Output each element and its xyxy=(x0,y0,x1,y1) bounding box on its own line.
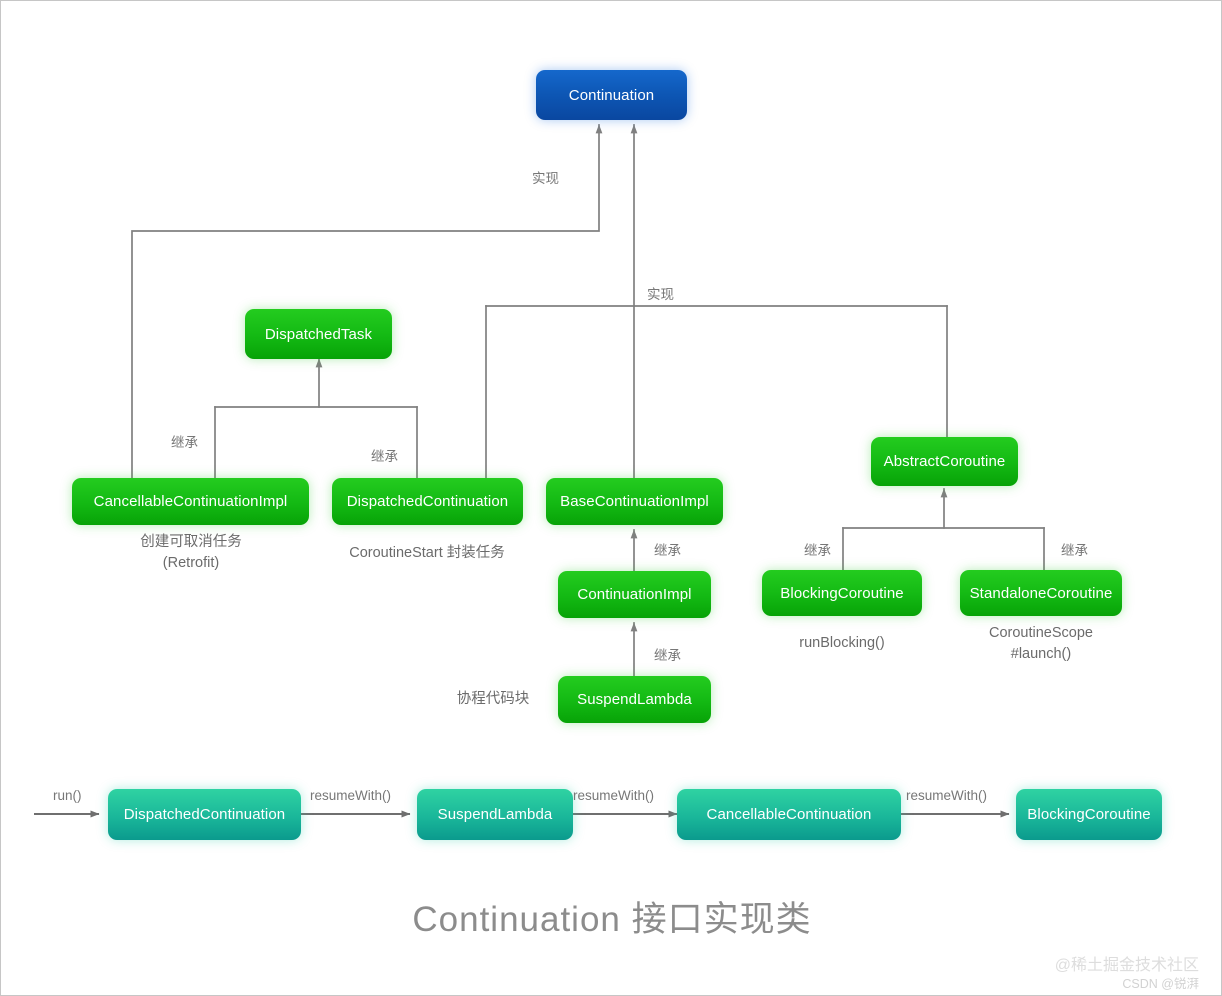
node-cancellable-continuation-impl-label: CancellableContinuationImpl xyxy=(93,493,288,510)
caption-blocking-coroutine: runBlocking() xyxy=(799,635,885,651)
flow-node-dispatched-continuation[interactable]: DispatchedContinuation xyxy=(108,789,301,840)
node-dispatched-task-label: DispatchedTask xyxy=(264,325,373,343)
flow-label-resume-3: resumeWith() xyxy=(906,788,988,803)
flow-node-blocking-coroutine[interactable]: BlockingCoroutine xyxy=(1016,789,1162,840)
edge-label-extend-cancellable: 继承 xyxy=(171,435,198,450)
node-abstract-coroutine-label: AbstractCoroutine xyxy=(883,453,1006,470)
flow-node-blocking-coroutine-label: BlockingCoroutine xyxy=(1027,806,1151,823)
edge-label-extend-standalone: 继承 xyxy=(1061,543,1088,558)
edge-label-extend-blocking: 继承 xyxy=(804,543,831,558)
edge-label-extend-continuation-impl: 继承 xyxy=(654,543,681,558)
caption-standalone-coroutine: CoroutineScope #launch() xyxy=(989,625,1093,662)
node-continuation[interactable]: Continuation xyxy=(536,70,687,120)
flow-node-cancellable-continuation[interactable]: CancellableContinuation xyxy=(677,789,901,840)
node-dispatched-task[interactable]: DispatchedTask xyxy=(245,309,392,359)
node-standalone-coroutine[interactable]: StandaloneCoroutine xyxy=(960,570,1122,616)
edge-label-implement-top: 实现 xyxy=(532,171,559,186)
edge-label-implement-mid: 实现 xyxy=(647,287,674,302)
flow-node-suspend-lambda[interactable]: SuspendLambda xyxy=(417,789,573,840)
edge-label-extend-suspend-lambda: 继承 xyxy=(654,648,681,663)
node-base-continuation-impl[interactable]: BaseContinuationImpl xyxy=(546,478,723,525)
node-continuation-label: Continuation xyxy=(568,86,655,104)
caption-dispatched-continuation: CoroutineStart 封装任务 xyxy=(349,545,505,561)
node-standalone-coroutine-label: StandaloneCoroutine xyxy=(969,584,1113,602)
node-dispatched-continuation[interactable]: DispatchedContinuation xyxy=(332,478,523,525)
node-cancellable-continuation-impl[interactable]: CancellableContinuationImpl xyxy=(72,478,309,525)
node-base-continuation-impl-label: BaseContinuationImpl xyxy=(560,493,709,510)
flow-node-suspend-lambda-label: SuspendLambda xyxy=(437,806,553,823)
node-blocking-coroutine[interactable]: BlockingCoroutine xyxy=(762,570,922,616)
flow-node-cancellable-continuation-label: CancellableContinuation xyxy=(706,806,872,823)
node-continuation-impl[interactable]: ContinuationImpl xyxy=(558,571,711,618)
caption-suspend-lambda: 协程代码块 xyxy=(456,691,530,707)
flow-label-resume-2: resumeWith() xyxy=(573,788,655,803)
node-suspend-lambda-label: SuspendLambda xyxy=(577,691,692,708)
watermark-secondary: CSDN @锐湃 xyxy=(1122,977,1199,991)
node-dispatched-continuation-label: DispatchedContinuation xyxy=(346,493,509,510)
node-continuation-impl-label: ContinuationImpl xyxy=(577,586,692,603)
flow-node-dispatched-continuation-label: DispatchedContinuation xyxy=(123,806,286,823)
node-blocking-coroutine-label: BlockingCoroutine xyxy=(780,584,904,602)
edge-label-extend-dispatched: 继承 xyxy=(371,449,398,464)
watermark-primary: @稀土掘金技术社区 xyxy=(1054,957,1199,974)
diagram-title: Continuation 接口实现类 xyxy=(412,900,812,939)
node-suspend-lambda[interactable]: SuspendLambda xyxy=(558,676,711,723)
node-abstract-coroutine[interactable]: AbstractCoroutine xyxy=(871,437,1018,486)
flow-label-run: run() xyxy=(53,788,82,803)
caption-cancellable-continuation-impl: 创建可取消任务 (Retrofit) xyxy=(140,534,242,571)
edge-cancellable-to-continuation xyxy=(131,124,603,479)
flow-label-resume-1: resumeWith() xyxy=(310,788,392,803)
